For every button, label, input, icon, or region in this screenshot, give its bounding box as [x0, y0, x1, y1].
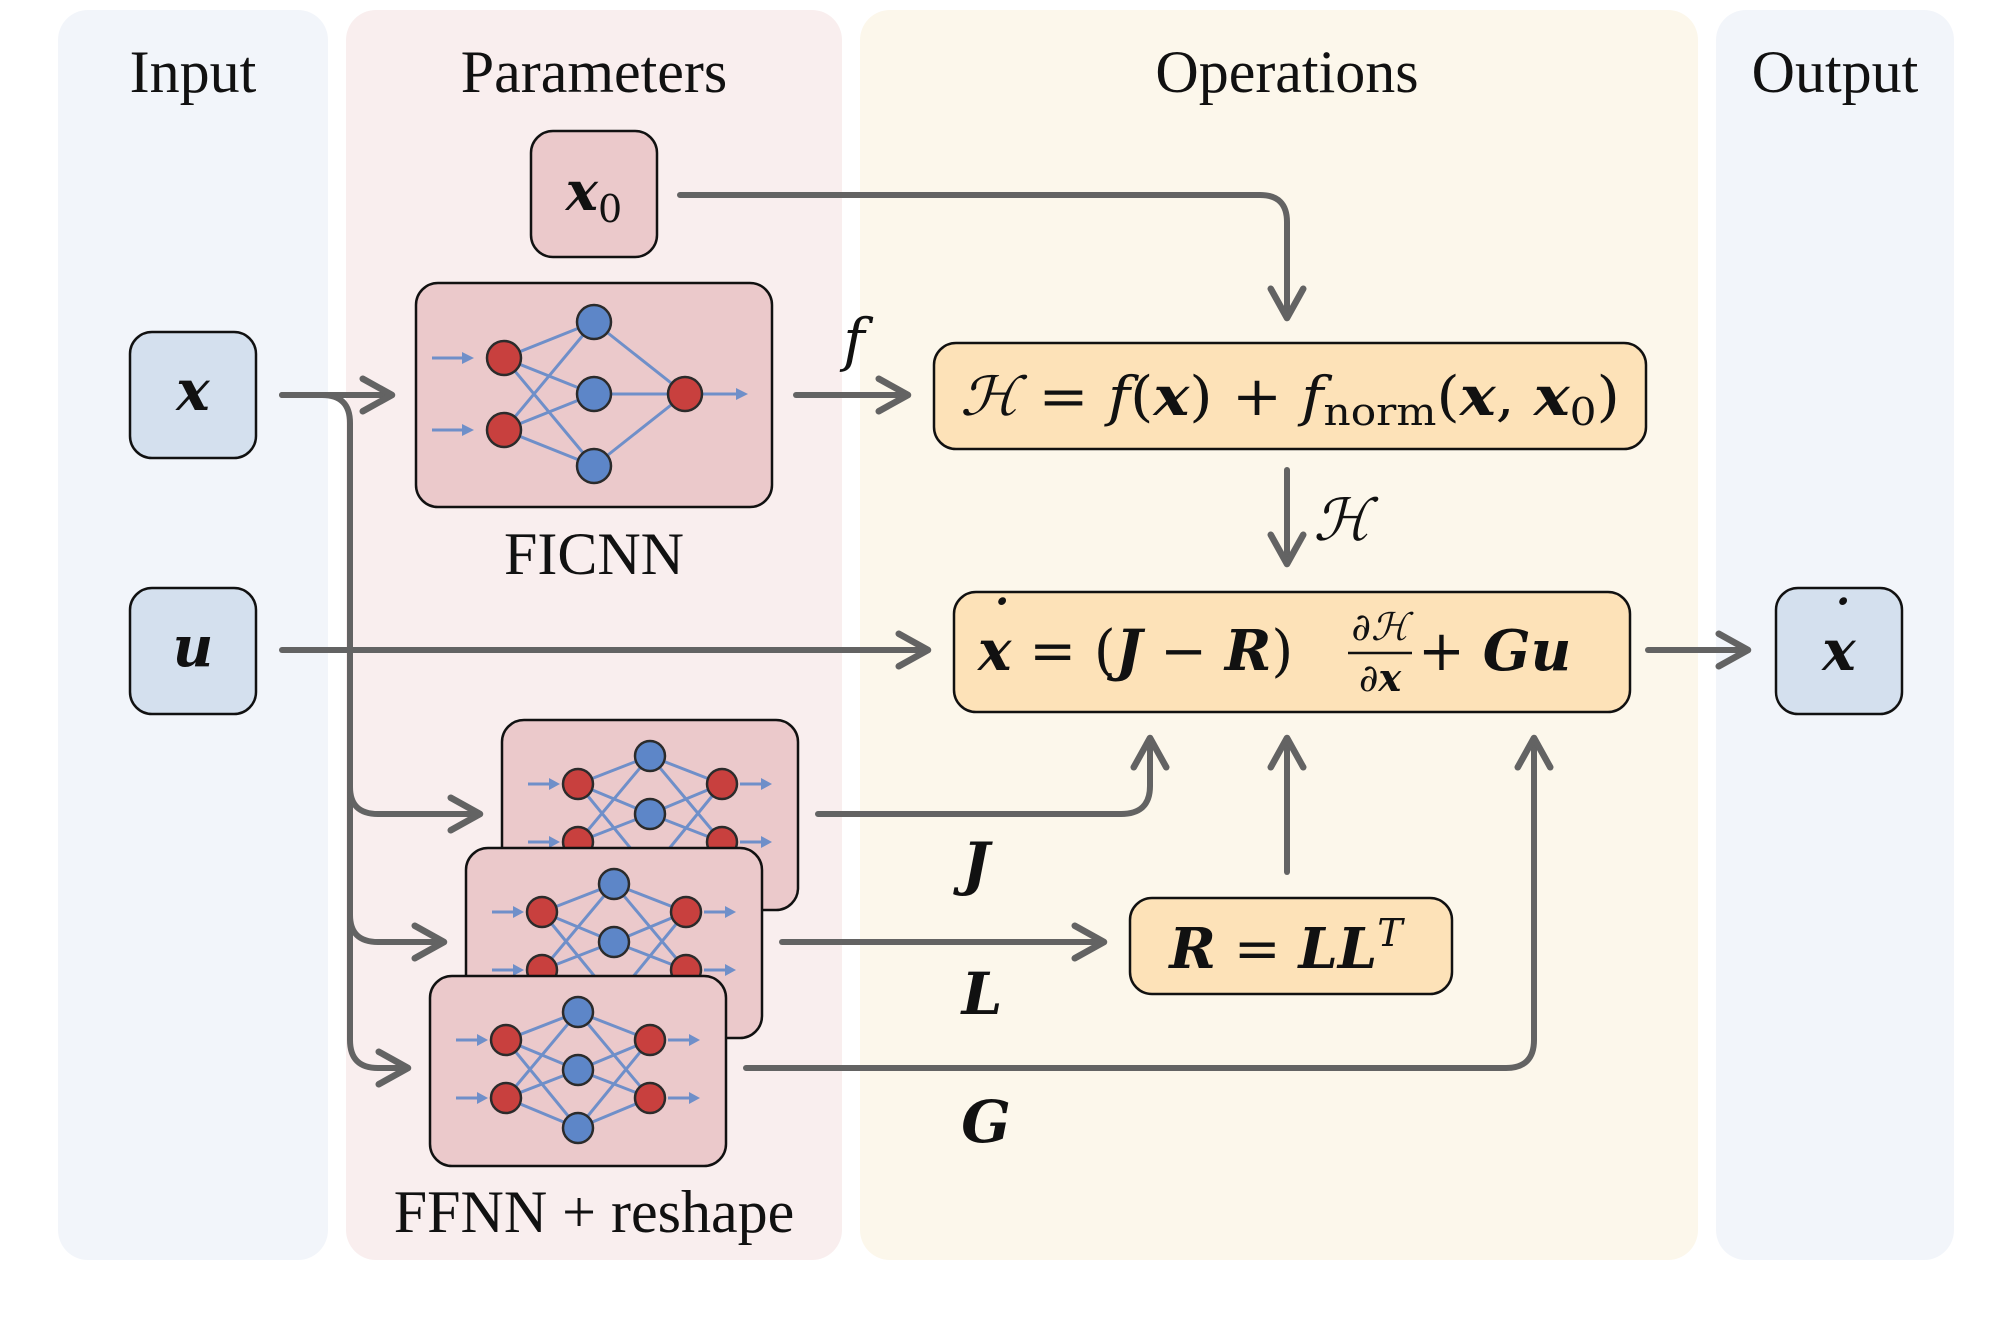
arrow-x-to-ffnn-l	[347, 912, 448, 962]
connectors	[279, 192, 1752, 1088]
dissipation-node: R = LLT	[1128, 896, 1454, 996]
param-x0-symbol: x0	[565, 159, 622, 231]
branch-x-to-ffnn	[279, 392, 412, 1088]
hamiltonian-equation: ℋ = f(x) + fnorm(x, x0)	[960, 364, 1620, 434]
input-u-symbol: u	[173, 614, 214, 680]
input-column-title: Input	[130, 39, 257, 105]
output-column-title: Output	[1752, 39, 1919, 105]
arrow-x0-to-hamiltonian	[677, 192, 1307, 322]
parameters-column-title: Parameters	[461, 39, 728, 105]
input-u-node: u	[128, 586, 258, 716]
arrow-j-to-dynamics	[815, 734, 1170, 817]
dynamics-fraction-denominator: ∂x	[1359, 655, 1403, 700]
edge-label-l: L	[960, 960, 1003, 1028]
hamiltonian-node: ℋ = f(x) + fnorm(x, x0)	[932, 341, 1648, 451]
ficnn-network	[414, 281, 774, 509]
dissipation-equation: R = LLT	[1167, 911, 1405, 982]
input-x-node: x	[128, 330, 258, 460]
output-xdot-node: ˙ x	[1774, 586, 1904, 716]
operations-column-title: Operations	[1155, 39, 1418, 105]
dynamics-equation-left: x = (J − R)	[977, 618, 1293, 684]
output-xdot-dot: ˙	[1826, 589, 1853, 653]
param-x0-node: x0	[529, 129, 659, 259]
edge-label-h: ℋ	[1313, 486, 1379, 554]
input-x-symbol: x	[175, 358, 210, 424]
arrow-x-to-ffnn-j	[347, 784, 484, 834]
dynamics-xdot-dot: ˙	[985, 589, 1012, 653]
dynamics-fraction-numerator: ∂ℋ	[1351, 605, 1414, 649]
ffnn-network-g	[428, 974, 728, 1168]
dynamics-equation-right: + Gu	[1418, 618, 1571, 684]
ficnn-caption: FICNN	[504, 521, 684, 587]
arrow-g-to-dynamics	[743, 734, 1554, 1071]
edge-label-g: G	[961, 1088, 1011, 1156]
output-xdot-symbol: x	[1821, 618, 1856, 684]
dynamics-node: ˙ x = (J − R) ∂ℋ ∂x + Gu	[952, 589, 1632, 714]
ffnn-caption: FFNN + reshape	[394, 1179, 794, 1245]
